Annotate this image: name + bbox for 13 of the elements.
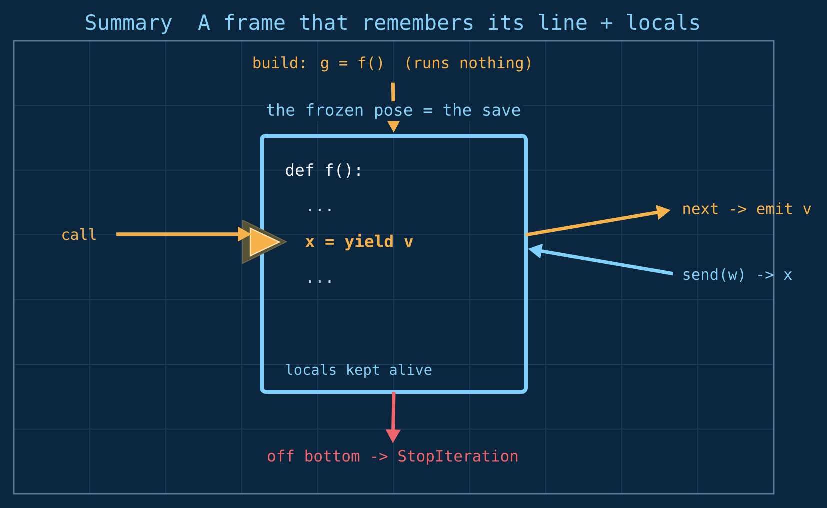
annotation: next -> emit v	[684, 202, 812, 214]
annotation: build: g = f() (runs nothing)	[254, 56, 530, 72]
note-text: locals kept alive	[286, 364, 432, 378]
annotation: call	[62, 228, 96, 240]
code-line: def f():	[286, 164, 360, 178]
edge-label: the frozen pose = the save	[264, 102, 524, 122]
annotation: send(w) -> x	[684, 268, 792, 282]
code-frame	[260, 134, 528, 394]
title: Summary A frame that remembers its line + locals	[86, 14, 700, 34]
code-line: ...	[309, 280, 331, 283]
annotation: off bottom -> StopIteration	[268, 450, 518, 465]
code-line: x = yield v	[306, 234, 414, 251]
code-line: ...	[309, 209, 331, 212]
